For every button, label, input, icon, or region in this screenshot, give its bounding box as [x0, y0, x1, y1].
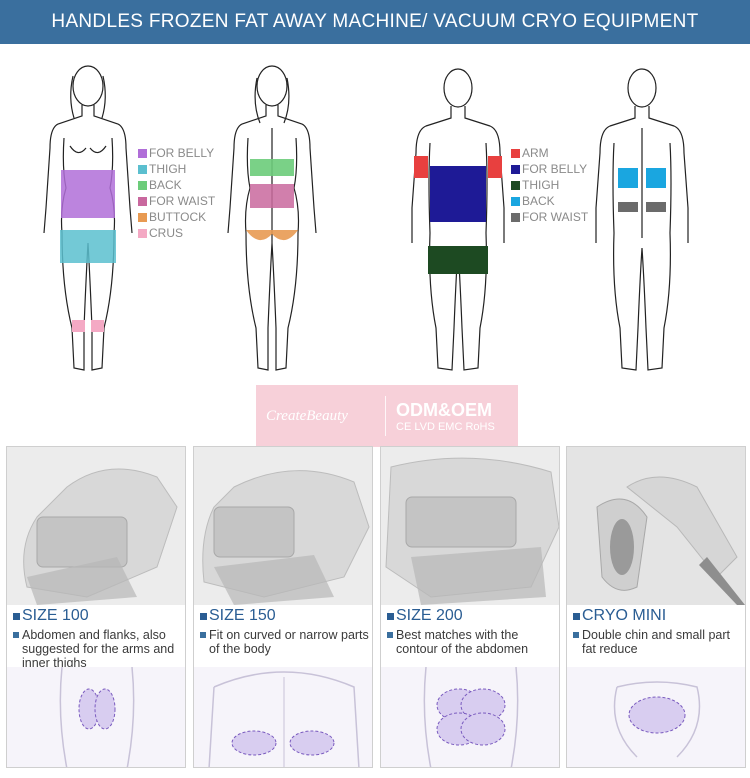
legend-label: ARM	[522, 146, 549, 160]
legend-label: BUTTOCK	[149, 210, 207, 224]
legend-item: THIGH	[138, 161, 215, 177]
watermark-certs: CE LVD EMC RoHS	[396, 420, 495, 433]
legend-swatch	[138, 196, 147, 206]
legend-swatch	[511, 164, 520, 174]
legend-item: THIGH	[511, 177, 588, 193]
handle-card-size-100: SIZE 100 Abdomen and flanks, also sugges…	[6, 446, 186, 768]
card-description-text: Double chin and small part fat reduce	[582, 628, 730, 656]
male-front-figure	[408, 58, 508, 376]
card-title-text: CRYO MINI	[582, 607, 667, 624]
legend-item: CRUS	[138, 225, 215, 241]
female-back-figure	[222, 58, 322, 376]
legend-item: FOR WAIST	[511, 209, 588, 225]
legend-item: BUTTOCK	[138, 209, 215, 225]
handle-card-cryo-mini: CRYO MINI Double chin and small part fat…	[566, 446, 746, 768]
legend-item: BACK	[138, 177, 215, 193]
card-title-text: SIZE 150	[209, 607, 276, 624]
male-legend: ARM FOR BELLY THIGH BACK FOR WAIST	[511, 145, 588, 225]
desc-bullet	[573, 632, 579, 638]
watermark-title: ODM&OEM	[396, 399, 492, 420]
treatment-area-illustration	[194, 667, 372, 767]
legend-swatch	[138, 228, 147, 238]
legend-label: FOR WAIST	[522, 210, 589, 224]
legend-label: CRUS	[149, 226, 184, 240]
brand-logo: CreateBeauty	[256, 396, 386, 436]
legend-label: FOR BELLY	[522, 162, 588, 176]
page-title: HANDLES FROZEN FAT AWAY MACHINE/ VACUUM …	[51, 11, 699, 32]
handle-photo	[7, 447, 185, 605]
legend-item: FOR BELLY	[511, 161, 588, 177]
card-description: Abdomen and flanks, also suggested for t…	[13, 628, 183, 670]
handle-photo	[567, 447, 745, 605]
legend-swatch	[138, 148, 147, 158]
card-title-text: SIZE 200	[396, 607, 463, 624]
legend-label: FOR BELLY	[149, 146, 215, 160]
card-title: CRYO MINI	[573, 607, 666, 625]
card-description-text: Abdomen and flanks, also suggested for t…	[22, 628, 175, 670]
brand-watermark: CreateBeauty ODM&OEM CE LVD EMC RoHS	[256, 385, 518, 447]
card-description-text: Best matches with the contour of the abd…	[396, 628, 529, 656]
legend-swatch	[138, 164, 147, 174]
male-back-figure	[592, 58, 692, 376]
legend-swatch	[511, 212, 520, 222]
legend-swatch	[511, 148, 520, 158]
legend-item: BACK	[511, 193, 588, 209]
treatment-area-illustration	[381, 667, 559, 767]
card-description: Fit on curved or narrow parts of the bod…	[200, 628, 370, 656]
legend-item: ARM	[511, 145, 588, 161]
legend-label: THIGH	[149, 162, 187, 176]
title-bullet	[573, 612, 580, 620]
card-description: Best matches with the contour of the abd…	[387, 628, 557, 656]
desc-bullet	[387, 632, 393, 638]
female-front-figure	[38, 58, 138, 376]
legend-swatch	[138, 212, 147, 222]
handle-card-size-200: SIZE 200 Best matches with the contour o…	[380, 446, 560, 768]
female-legend: FOR BELLY THIGH BACK FOR WAIST BUTTOCK C…	[138, 145, 215, 241]
legend-label: BACK	[522, 194, 555, 208]
legend-swatch	[138, 180, 147, 190]
card-description: Double chin and small part fat reduce	[573, 628, 743, 656]
title-bullet	[200, 612, 207, 620]
desc-bullet	[200, 632, 206, 638]
desc-bullet	[13, 632, 19, 638]
legend-label: THIGH	[522, 178, 560, 192]
title-bullet	[387, 612, 394, 620]
header-banner: HANDLES FROZEN FAT AWAY MACHINE/ VACUUM …	[0, 0, 750, 44]
handle-photo	[381, 447, 559, 605]
card-title: SIZE 150	[200, 607, 276, 625]
card-description-text: Fit on curved or narrow parts of the bod…	[209, 628, 369, 656]
legend-item: FOR WAIST	[138, 193, 215, 209]
card-title: SIZE 200	[387, 607, 463, 625]
treatment-area-illustration	[567, 667, 745, 767]
handle-photo	[194, 447, 372, 605]
brand-name: CreateBeauty	[266, 407, 348, 424]
card-title: SIZE 100	[13, 607, 89, 625]
legend-swatch	[511, 180, 520, 190]
legend-item: FOR BELLY	[138, 145, 215, 161]
card-title-text: SIZE 100	[22, 607, 89, 624]
legend-label: BACK	[149, 178, 182, 192]
legend-swatch	[511, 196, 520, 206]
handle-card-size-150: SIZE 150 Fit on curved or narrow parts o…	[193, 446, 373, 768]
title-bullet	[13, 612, 20, 620]
legend-label: FOR WAIST	[149, 194, 216, 208]
treatment-area-illustration	[7, 667, 185, 767]
